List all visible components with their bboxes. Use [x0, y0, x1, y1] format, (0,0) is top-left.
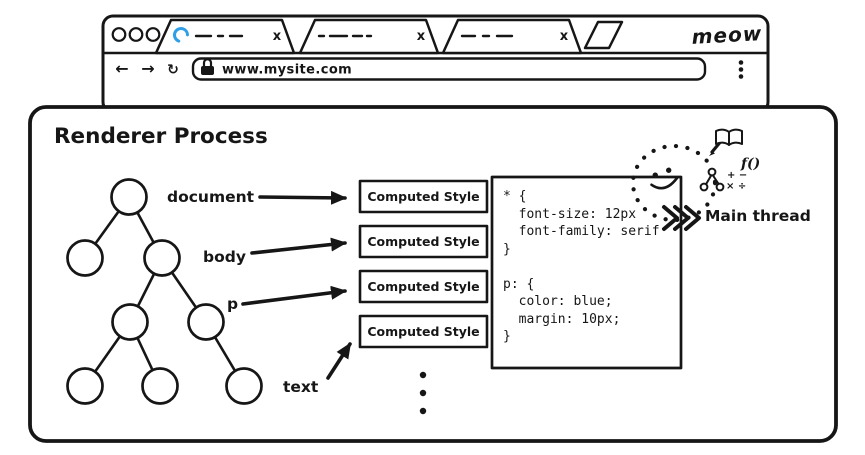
tree-node-text [225, 367, 263, 405]
tree-node-body [143, 239, 181, 277]
url-text: www.mysite.com [222, 63, 352, 78]
tree-label-p: p [227, 295, 238, 313]
traffic-light-icon [145, 27, 161, 42]
renderer-process-title: Renderer Process [54, 124, 268, 149]
mapping-arrows [241, 190, 352, 380]
book-icon [715, 128, 743, 146]
lock-icon [201, 58, 214, 75]
tree-node [141, 367, 179, 405]
main-thread-label: Main thread [705, 207, 811, 225]
math-symbols-doodle-icon: × ÷ [726, 181, 746, 192]
computed-style-boxes: Computed Style Computed Style Computed S… [358, 179, 489, 415]
arrow-document-to-style [258, 190, 347, 205]
dom-tree: document body p text [66, 178, 319, 405]
browser-window: x x x meow ← → ↻ [101, 14, 770, 114]
computed-style-label: Computed Style [367, 234, 479, 249]
computed-style-label: Computed Style [367, 279, 479, 294]
computed-style-label: Computed Style [367, 324, 479, 339]
css-rules-box [490, 175, 683, 370]
tab-close-icon: x [273, 29, 282, 44]
tree-label-document: document [167, 188, 255, 206]
browser-tab-3: x [441, 18, 583, 55]
dom-tree-nodes [66, 178, 263, 405]
tab-shape [154, 18, 296, 55]
reload-icon: ↻ [167, 62, 179, 78]
mini-tree-icon [699, 167, 725, 192]
main-thread-group: Main thread f() + − [630, 128, 811, 231]
main-thread-blob-icon [630, 143, 718, 223]
tree-node [66, 367, 104, 405]
traffic-lights-icon [111, 27, 161, 42]
function-doodle-icon: f() [740, 156, 760, 172]
chevrons-icon [662, 205, 701, 231]
tree-node-document [110, 178, 148, 216]
math-symbols-doodle-icon: + − [727, 170, 747, 181]
arrow-text-to-style [326, 342, 352, 380]
url-bar [191, 57, 707, 81]
computed-style-box [358, 179, 489, 214]
computed-style-label: Computed Style [367, 189, 479, 204]
overflow-menu-icon [738, 60, 744, 79]
arrow-p-to-style [241, 285, 347, 306]
browser-tab-1: x [154, 18, 296, 55]
tab-close-icon: x [417, 29, 426, 44]
arrow-body-to-style [250, 237, 347, 255]
computed-style-box [358, 224, 489, 259]
tree-label-body: body [203, 248, 246, 266]
tree-node [66, 239, 104, 277]
tab-close-icon: x [560, 29, 569, 44]
browser-tab-2: x [298, 18, 440, 55]
tree-label-text: text [283, 378, 319, 396]
nav-controls: ← → ↻ [115, 59, 179, 78]
css-rules-code: * { font-size: 12px font-family: serif }… [503, 189, 660, 344]
browser-brand: meow [691, 21, 763, 49]
back-icon: ← [115, 59, 128, 78]
traffic-light-icon [111, 27, 127, 42]
traffic-light-icon [128, 27, 144, 42]
tree-node-p [187, 303, 225, 341]
task-doodles: f() + − × ÷ [699, 128, 760, 192]
ellipsis-dots [419, 371, 427, 415]
computed-style-box [358, 314, 489, 349]
new-tab-button-icon [583, 20, 624, 50]
forward-icon: → [141, 59, 154, 78]
smiley-face-icon [650, 167, 679, 190]
loading-spinner-icon [172, 27, 189, 43]
tree-node [111, 303, 149, 341]
computed-style-box [358, 269, 489, 304]
